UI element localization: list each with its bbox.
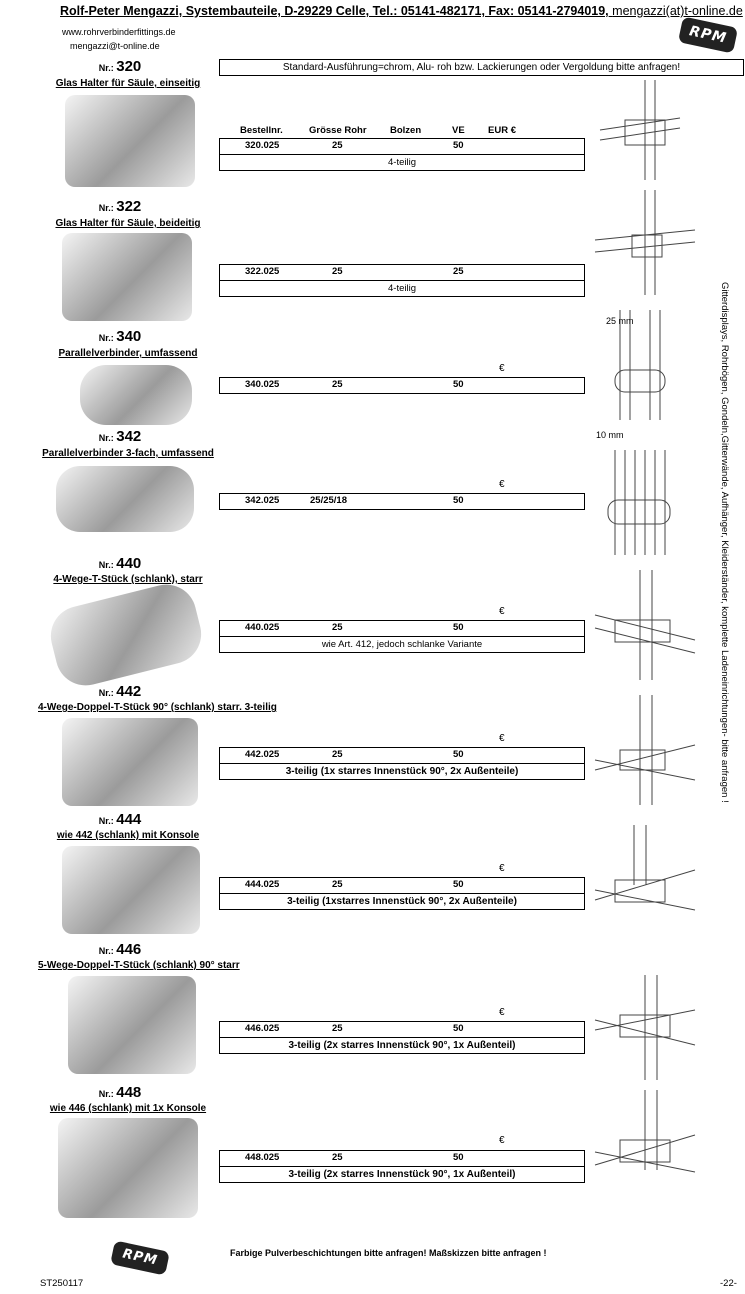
col-size: Grösse Rohr xyxy=(309,125,367,136)
dimension-label: 25 mm xyxy=(606,316,634,326)
col-eur: EUR € xyxy=(488,125,516,136)
product-title: 4-Wege-T-Stück (schlank), starr xyxy=(53,574,203,585)
product-title: 4-Wege-Doppel-T-Stück 90° (schlank) star… xyxy=(38,702,277,713)
company-header: Rolf-Peter Mengazzi, Systembauteile, D-2… xyxy=(60,4,743,18)
footer-note: Farbige Pulverbeschichtungen bitte anfra… xyxy=(230,1248,547,1258)
dimension-label: 10 mm xyxy=(596,430,624,440)
product-nr: Nr.: 444 xyxy=(98,811,142,828)
euro-sign: € xyxy=(499,1007,505,1018)
side-note: Gitterdisplays, Rohrbögen, Gondeln,Gitte… xyxy=(719,282,730,803)
product-photo xyxy=(44,578,208,692)
col-bolt: Bolzen xyxy=(390,125,422,136)
euro-sign: € xyxy=(499,606,505,617)
product-nr: Nr.: 340 xyxy=(98,328,142,345)
product-title: wie 442 (schlank) mit Konsole xyxy=(56,830,200,841)
product-nr: Nr.: 322 xyxy=(98,198,142,215)
product-photo xyxy=(62,233,192,321)
email-link[interactable]: mengazzi@t-online.de xyxy=(70,41,160,51)
product-photo xyxy=(62,718,198,806)
product-title: Glas Halter für Säule, einseitig xyxy=(55,78,201,89)
product-title: Glas Halter für Säule, beideitig xyxy=(55,218,201,229)
product-photo xyxy=(56,466,194,532)
company-line: Rolf-Peter Mengazzi, Systembauteile, D-2… xyxy=(60,4,609,18)
product-note: 4-teilig xyxy=(388,157,416,168)
product-title: Parallelverbinder 3-fach, umfassend xyxy=(42,448,214,459)
product-nr: Nr.: 446 xyxy=(98,941,142,958)
product-photo xyxy=(58,1118,198,1218)
product-photo xyxy=(62,846,200,934)
product-title: wie 446 (schlank) mit 1x Konsole xyxy=(49,1103,207,1114)
euro-sign: € xyxy=(499,479,505,490)
product-note: 3-teilig (2x starres Innenstück 90°, 1x … xyxy=(288,1040,516,1051)
product-nr: Nr.: 440 xyxy=(98,555,142,572)
product-photo xyxy=(68,976,196,1074)
header-email[interactable]: mengazzi(at)t-online.de xyxy=(612,4,743,18)
euro-sign: € xyxy=(499,733,505,744)
euro-sign: € xyxy=(499,363,505,374)
product-title: Parallelverbinder, umfassend xyxy=(58,348,198,359)
col-order: Bestellnr. xyxy=(240,125,283,136)
product-title: 5-Wege-Doppel-T-Stück (schlank) 90° star… xyxy=(38,960,240,971)
product-nr: Nr.: 320 xyxy=(98,58,142,75)
technical-drawings xyxy=(594,80,696,1173)
standard-note: Standard-Ausführung=chrom, Alu- roh bzw.… xyxy=(219,59,744,76)
product-nr: Nr.: 448 xyxy=(98,1084,142,1101)
product-photo xyxy=(80,365,192,425)
website-link[interactable]: www.rohrverbinderfittings.de xyxy=(62,27,176,37)
product-note: 4-teilig xyxy=(388,283,416,294)
product-nr: Nr.: 442 xyxy=(98,683,142,700)
product-note: 3-teilig (1xstarres Innenstück 90°, 2x A… xyxy=(287,896,517,907)
document-code: ST250117 xyxy=(40,1278,84,1289)
euro-sign: € xyxy=(499,1135,505,1146)
rpm-logo-footer: RPM xyxy=(110,1240,170,1276)
product-note: wie Art. 412, jedoch schlanke Variante xyxy=(321,639,483,650)
product-photo xyxy=(65,95,195,187)
product-nr: Nr.: 342 xyxy=(98,428,142,445)
product-note: 3-teilig (2x starres Innenstück 90°, 1x … xyxy=(288,1169,516,1180)
rpm-logo: RPM xyxy=(677,16,739,54)
euro-sign: € xyxy=(499,863,505,874)
product-note: 3-teilig (1x starres Innenstück 90°, 2x … xyxy=(285,766,519,777)
col-ve: VE xyxy=(452,125,465,136)
page-number: -22- xyxy=(720,1278,737,1289)
